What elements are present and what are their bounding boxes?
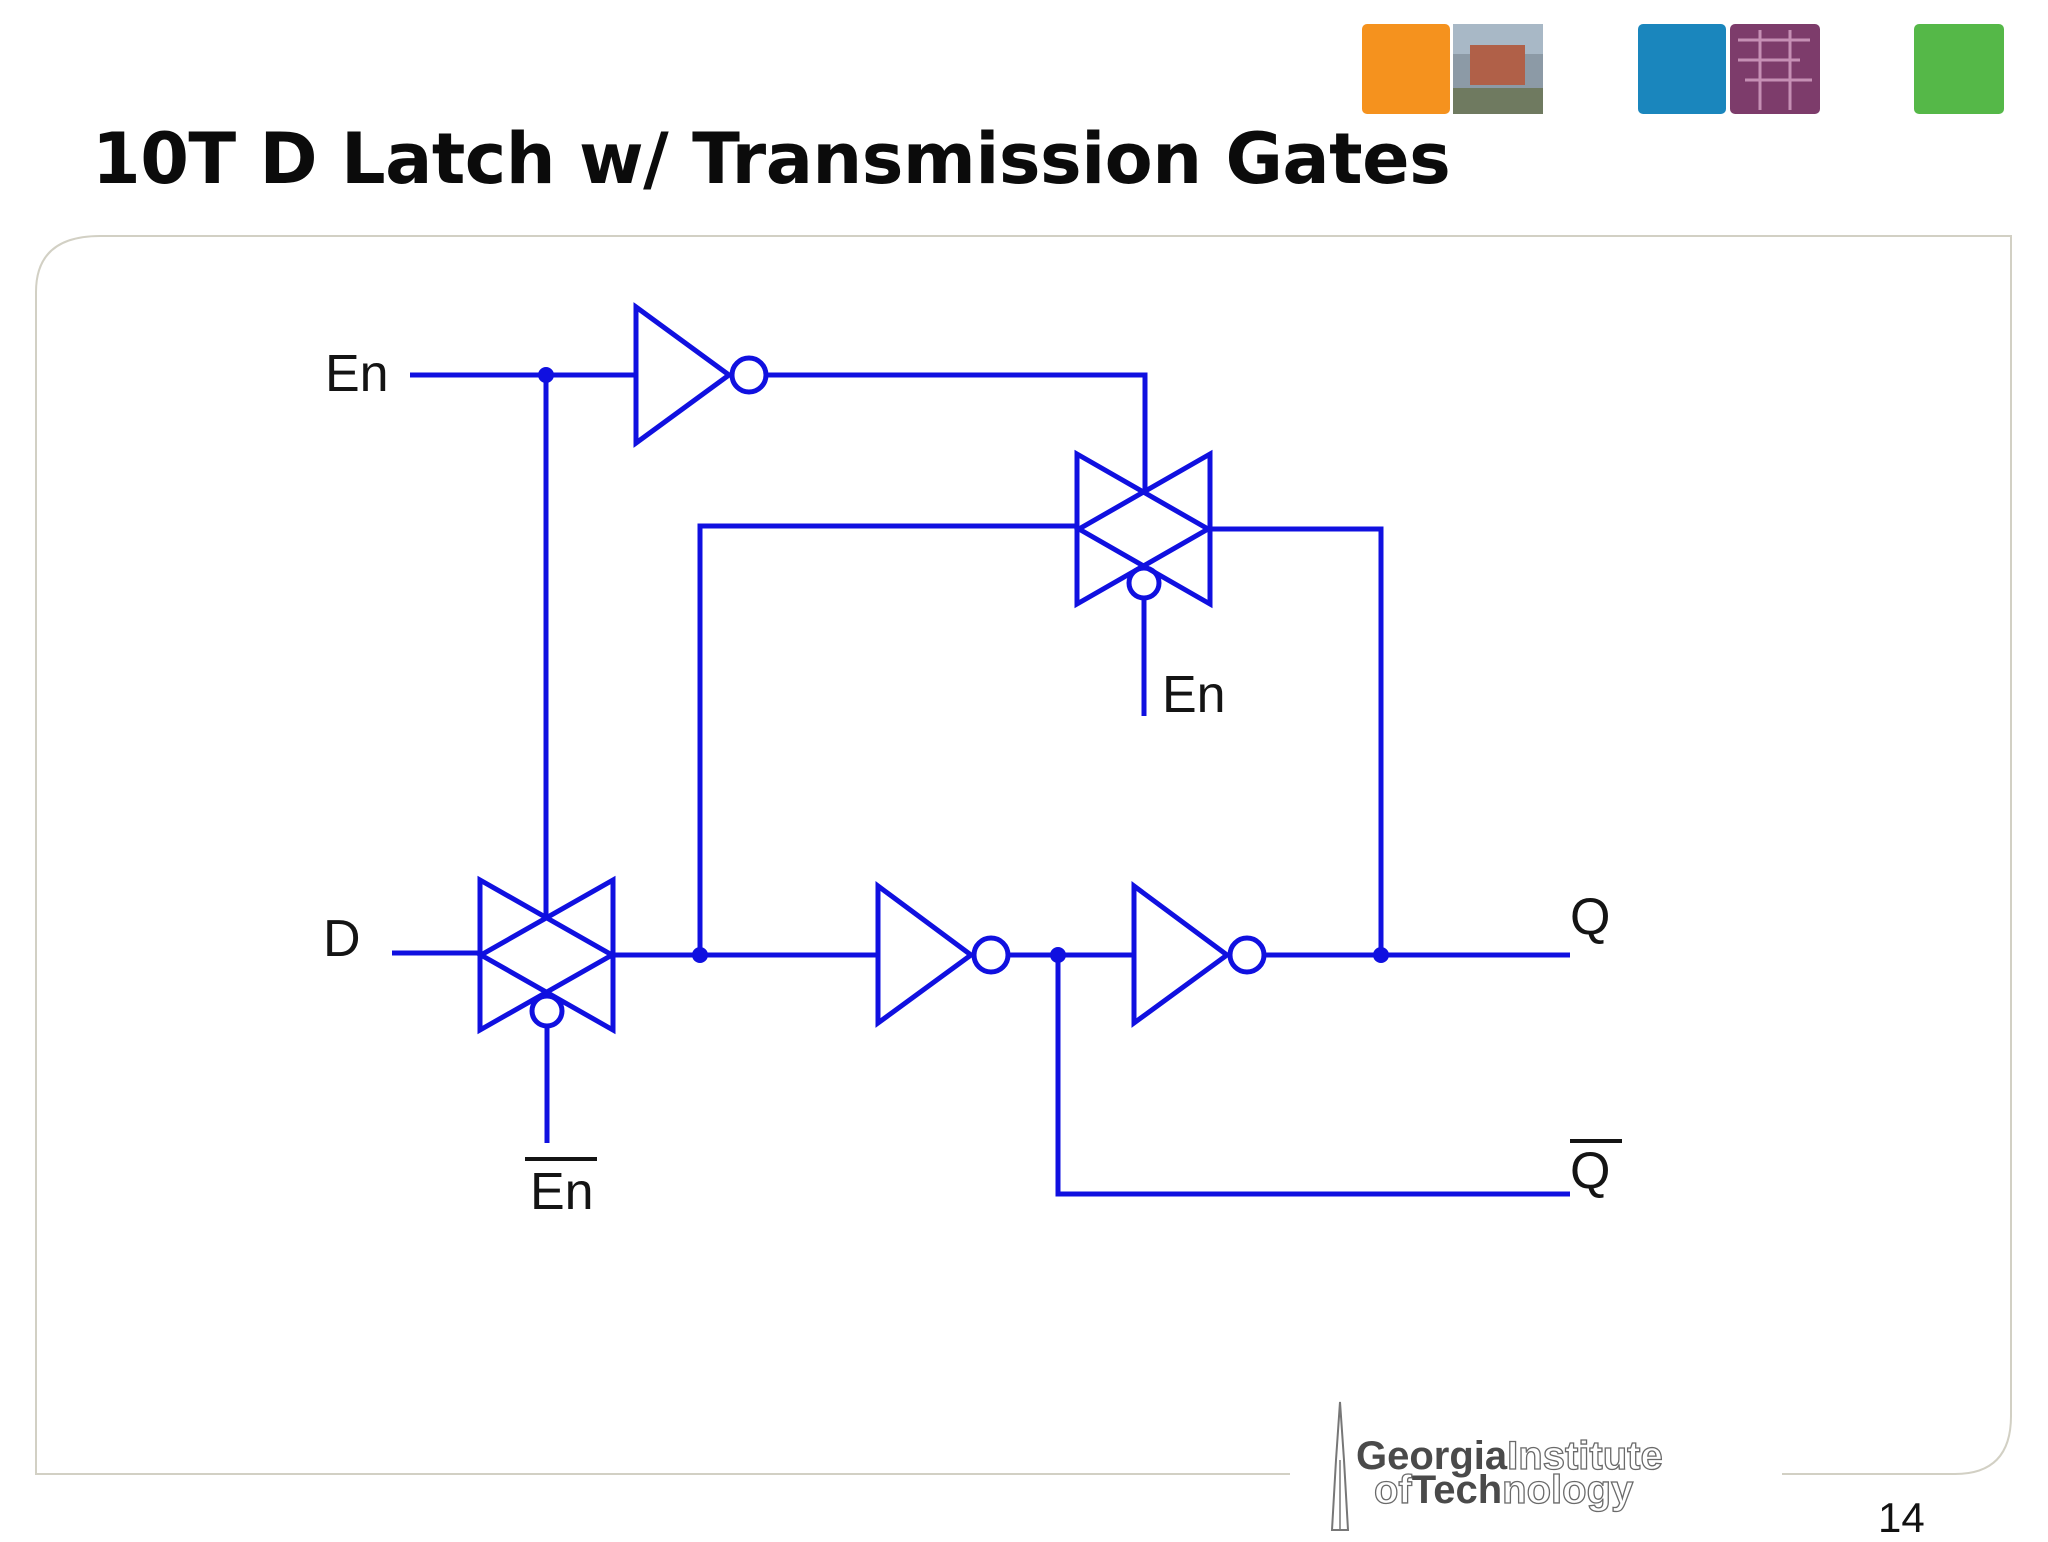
inverter-mid bbox=[875, 881, 976, 1028]
page-number: 14 bbox=[1878, 1494, 1925, 1541]
feedback-gate-bubble bbox=[1126, 565, 1162, 601]
tower-spire-icon bbox=[1330, 1401, 1350, 1531]
junctions bbox=[538, 367, 1389, 963]
logo-nology: nology bbox=[1502, 1468, 1634, 1512]
junction-feedback-left bbox=[692, 947, 708, 963]
blue-tile bbox=[1638, 24, 1726, 114]
content-frame bbox=[35, 235, 2012, 1475]
logo-georgia: Georgia bbox=[1356, 1434, 1508, 1478]
label-q-bar: Q bbox=[1570, 1142, 1610, 1200]
inverter-top-bubble bbox=[729, 355, 769, 395]
label-d-input: D bbox=[323, 910, 361, 968]
slide-title: 10T D Latch w/ Transmission Gates bbox=[92, 118, 1451, 200]
logo-line-2: ofTechnology bbox=[1373, 1468, 1634, 1512]
inverter-out-bubble bbox=[1227, 935, 1267, 975]
label-en-input: En bbox=[325, 345, 389, 403]
inverter-mid-bubble bbox=[971, 935, 1011, 975]
inverter-out bbox=[1131, 881, 1232, 1028]
input-gate-bubble bbox=[529, 993, 565, 1029]
junction-en bbox=[538, 367, 554, 383]
logo-tech: Tech bbox=[1411, 1468, 1503, 1512]
campus-photo-building bbox=[1470, 45, 1525, 85]
logo-institute: Institute bbox=[1507, 1434, 1664, 1478]
green-tile bbox=[1914, 24, 2004, 114]
wire-enbar-to-feedback-gate bbox=[766, 372, 1148, 490]
junction-qbar bbox=[1050, 947, 1066, 963]
campus-photo-ground bbox=[1453, 88, 1543, 114]
chip-photo-traces bbox=[1738, 30, 1812, 110]
label-en-bar: En bbox=[530, 1163, 594, 1221]
wire-feedback-right bbox=[1210, 526, 1384, 955]
header-tiles bbox=[1362, 24, 2004, 114]
chip-photo-tile bbox=[1730, 24, 1820, 114]
georgia-tech-logo: GeorgiaInstitute ofTechnology bbox=[1320, 1400, 1740, 1536]
label-en-feedback-gate: En bbox=[1162, 666, 1226, 724]
label-q: Q bbox=[1570, 888, 1610, 946]
junction-q bbox=[1373, 947, 1389, 963]
logo-of: of bbox=[1373, 1468, 1412, 1512]
circuit bbox=[392, 302, 1570, 1197]
orange-tile bbox=[1362, 24, 1450, 114]
logo-line-1: GeorgiaInstitute bbox=[1356, 1434, 1664, 1478]
wire-qbar-output bbox=[1055, 955, 1570, 1197]
inverter-top bbox=[633, 302, 734, 448]
wire-feedback-left bbox=[697, 523, 1077, 955]
